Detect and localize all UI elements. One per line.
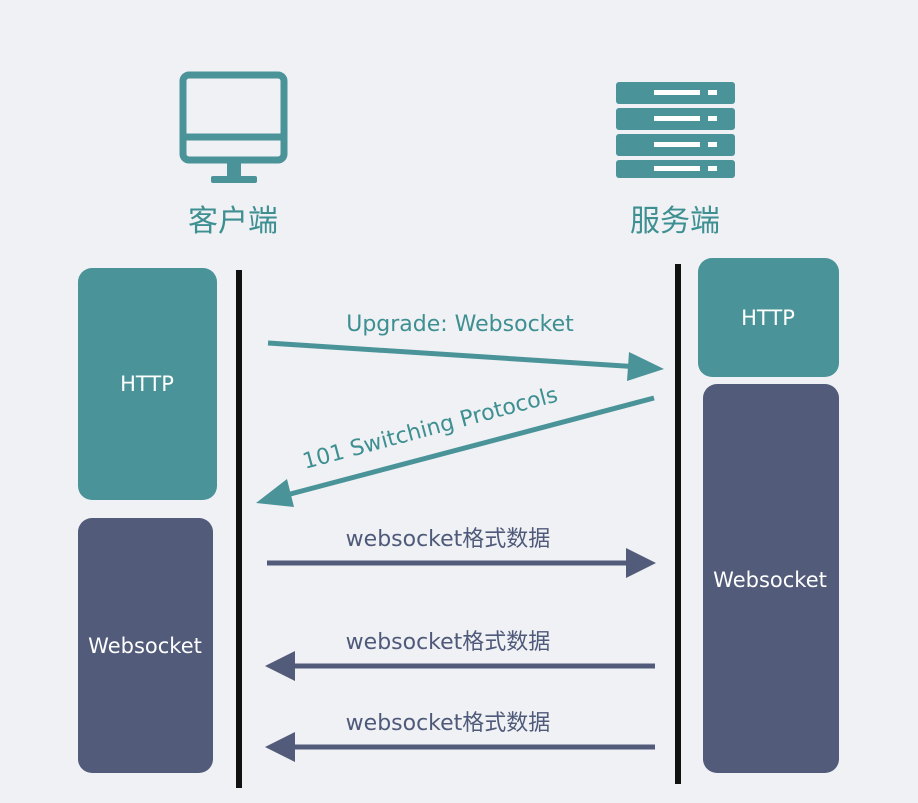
client-http-label: HTTP (120, 372, 174, 396)
client-websocket-label: Websocket (88, 634, 202, 658)
upgrade-request-label: Upgrade: Websocket (346, 312, 574, 337)
websocket-data-arrow-2 (265, 651, 655, 681)
client-label: 客户端 (188, 204, 278, 239)
switching-protocols-arrow (256, 395, 655, 507)
server-label: 服务端 (630, 204, 720, 239)
websocket-data-label-3: websocket格式数据 (346, 711, 551, 736)
websocket-data-arrow-3 (265, 732, 655, 762)
switching-protocols-label: 101 Switching Protocols (300, 383, 560, 475)
websocket-data-arrow-1 (267, 548, 656, 578)
client-websocket-box (78, 518, 213, 773)
server-websocket-box (703, 384, 839, 773)
server-rack-icon (616, 82, 735, 178)
server-http-box (698, 258, 839, 377)
client-http-box (78, 268, 217, 500)
server-websocket-label: Websocket (713, 568, 827, 592)
upgrade-request-arrow (267, 340, 664, 381)
websocket-data-label-2: websocket格式数据 (346, 630, 551, 655)
server-http-label: HTTP (741, 306, 795, 330)
websocket-data-label-1: websocket格式数据 (346, 527, 551, 552)
monitor-icon (179, 71, 288, 183)
